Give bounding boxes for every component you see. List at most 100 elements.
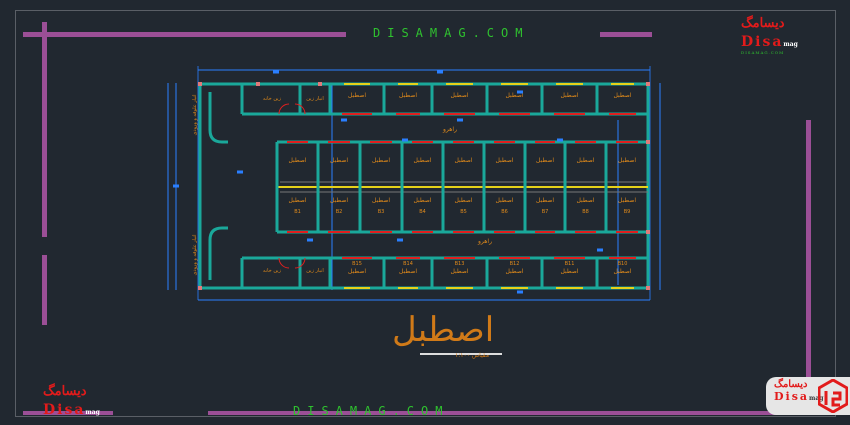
dimension-tick	[597, 248, 603, 252]
dimension-tick	[397, 238, 403, 242]
stall-label: اصطبل	[348, 92, 366, 99]
dimension-tick	[517, 290, 523, 294]
stall-label: اصطبل	[454, 157, 472, 164]
column-marker	[646, 230, 650, 234]
column-marker	[198, 82, 202, 86]
column-marker	[646, 82, 650, 86]
magenta-bar-top-right	[600, 32, 652, 37]
dimension-tick	[557, 138, 563, 142]
stall-label: اصطبل	[613, 268, 631, 275]
magenta-bar-left	[42, 22, 47, 237]
column-marker	[318, 82, 322, 86]
stall-label: اصطبل	[560, 92, 578, 99]
badge-logo: دیسامگ Disamag	[774, 379, 823, 403]
stall-label: اصطبل	[576, 197, 594, 204]
logo-persian: دیسامگ	[43, 384, 87, 399]
cube-logo-icon	[818, 379, 848, 413]
stall-label: اصطبل	[413, 157, 431, 164]
logo-badge: دیسامگ Disamag	[766, 377, 850, 415]
magenta-bar-bottom-left	[23, 411, 113, 415]
door-swing	[294, 103, 306, 115]
stall-label: اصطبل	[536, 157, 554, 164]
dimension-tick	[237, 170, 243, 174]
bay-code: B2	[336, 209, 343, 215]
bay-code: B7	[542, 209, 549, 215]
drawing-frame	[15, 10, 836, 417]
logo-latin: Disa	[43, 402, 86, 418]
dimension-tick	[457, 118, 463, 122]
magenta-bar-top-left	[23, 32, 346, 37]
logo-latin: Disa	[741, 34, 784, 50]
saddle-room-label: زین خانه	[263, 96, 281, 102]
stall-label: اصطبل	[450, 268, 468, 275]
stall-label: اصطبل	[399, 268, 417, 275]
saddle-store-label: انبار زین	[306, 96, 323, 102]
stall-label: اصطبل	[288, 197, 306, 204]
drawing-scale: مقیاس ۱:۱۰۰	[455, 352, 490, 359]
stall-label: اصطبل	[495, 157, 513, 164]
door-swing	[278, 103, 290, 115]
stall-label: اصطبل	[372, 197, 390, 204]
bay-code: B6	[501, 209, 508, 215]
bay-code: B14	[403, 261, 413, 267]
stall-label: اصطبل	[399, 92, 417, 99]
stall-label: اصطبل	[330, 157, 348, 164]
column-marker	[646, 140, 650, 144]
saddle-store-label: انبار زین	[306, 268, 323, 274]
magenta-bar-bottom	[208, 411, 808, 415]
column-marker	[646, 286, 650, 290]
bay-code: B11	[565, 261, 575, 267]
side-room-label: انبار علوفه و ورودی	[192, 94, 198, 135]
logo-persian: دیسامگ	[774, 379, 808, 390]
magenta-bar-right	[806, 120, 811, 410]
logo-persian: دیسامگ	[741, 16, 785, 31]
bay-code: B9	[624, 209, 631, 215]
site-url-top: DISAMAG.COM	[373, 26, 530, 40]
bay-code: B10	[618, 261, 628, 267]
stall-label: اصطبل	[372, 157, 390, 164]
stall-label: اصطبل	[505, 92, 523, 99]
door-swing	[294, 257, 306, 269]
logo-suffix: mag	[783, 41, 798, 48]
magenta-bar-left-lower	[42, 255, 47, 325]
bay-code: B5	[460, 209, 467, 215]
dimension-tick	[273, 70, 279, 74]
stall-label: اصطبل	[618, 157, 636, 164]
logo-top-right: دیسامگ Disamag DISAMAG.COM	[741, 16, 798, 55]
door-swing	[278, 257, 290, 269]
stall-label: اصطبل	[613, 92, 631, 99]
bay-code: B1	[294, 209, 301, 215]
bay-code: B12	[510, 261, 520, 267]
stall-label: اصطبل	[618, 197, 636, 204]
bay-code: B13	[455, 261, 465, 267]
column-marker	[198, 286, 202, 290]
stall-label: اصطبل	[536, 197, 554, 204]
dimension-tick	[402, 138, 408, 142]
stall-label: اصطبل	[560, 268, 578, 275]
column-marker	[256, 82, 260, 86]
curved-wall	[208, 226, 228, 280]
title-underline	[420, 353, 502, 355]
saddle-room-label: زین خانه	[263, 268, 281, 274]
bay-code: B8	[582, 209, 589, 215]
logo-suffix: mag	[809, 395, 824, 402]
stall-label: اصطبل	[348, 268, 366, 275]
corridor-label: راهرو	[477, 238, 492, 245]
bay-code: B15	[352, 261, 362, 267]
stall-label: اصطبل	[495, 197, 513, 204]
stall-label: اصطبل	[576, 157, 594, 164]
dimension-tick	[517, 90, 523, 94]
stall-label: اصطبل	[413, 197, 431, 204]
stall-label: اصطبل	[288, 157, 306, 164]
stall-label: اصطبل	[450, 92, 468, 99]
site-url-bottom: DISAMAG.COM	[293, 404, 450, 418]
curved-wall	[208, 92, 228, 144]
bay-code: B4	[419, 209, 426, 215]
dimension-tick	[307, 238, 313, 242]
dimension-tick	[341, 118, 347, 122]
side-room-label: انبار علوفه و ورودی	[192, 234, 198, 275]
dimension-tick	[173, 184, 179, 188]
stall-label: اصطبل	[454, 197, 472, 204]
